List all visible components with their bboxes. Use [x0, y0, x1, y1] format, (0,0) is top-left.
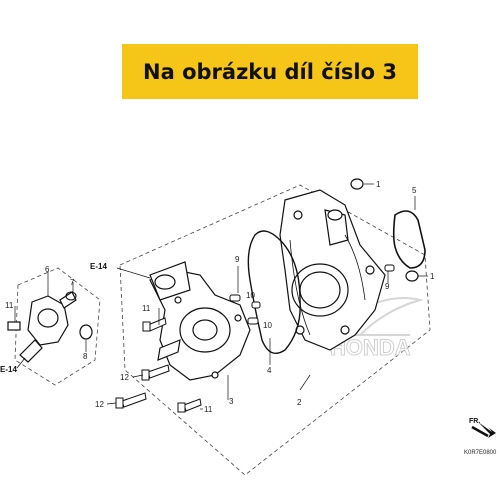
front-arrow-icon: FR.: [469, 418, 496, 438]
callout-12-b: 12: [95, 400, 104, 409]
water-pump-body: [149, 261, 251, 381]
callout-11-thermostat: 11: [5, 301, 14, 310]
water-pump-cover: [279, 189, 386, 351]
dowel-pins: [229, 264, 395, 325]
callout-11-pump: 11: [142, 304, 151, 313]
o-ring-1-right: [405, 270, 419, 282]
thermostat-housing: [7, 291, 77, 363]
bolts: [115, 317, 202, 413]
leader-lines: [14, 183, 428, 410]
callout-9-right: 9: [385, 282, 390, 291]
gasket-5: [392, 210, 426, 269]
callout-1-top: 1: [376, 180, 381, 189]
callout-11-bottom: 11: [204, 405, 213, 414]
exploded-view-box: [14, 184, 431, 476]
banner-text: Na obrázku díl číslo 3: [143, 59, 397, 84]
callout-9-left: 9: [235, 255, 240, 264]
callout-12-a: 12: [120, 373, 129, 382]
o-ring-1-top: [350, 178, 364, 190]
callout-10-b: 10: [263, 321, 272, 330]
o-ring-7: [65, 291, 77, 301]
callout-10-a: 10: [246, 291, 255, 300]
callout-2: 2: [297, 398, 302, 407]
part-number-banner: Na obrázku díl číslo 3: [122, 44, 418, 99]
callout-6: 6: [45, 265, 50, 274]
callout-8: 8: [83, 352, 88, 361]
callout-4: 4: [267, 366, 272, 375]
diagram-code: K0R7E0800: [464, 450, 497, 456]
ref-e14-left: E-14: [0, 365, 17, 374]
front-label: FR.: [469, 418, 480, 425]
o-ring-8: [79, 324, 93, 340]
ref-e14-top: E-14: [90, 262, 107, 271]
gasket-ring: [247, 230, 301, 354]
callout-3: 3: [229, 397, 234, 406]
callout-7: 7: [70, 278, 75, 287]
callout-1-right: 1: [430, 272, 435, 281]
callout-5: 5: [412, 186, 417, 195]
